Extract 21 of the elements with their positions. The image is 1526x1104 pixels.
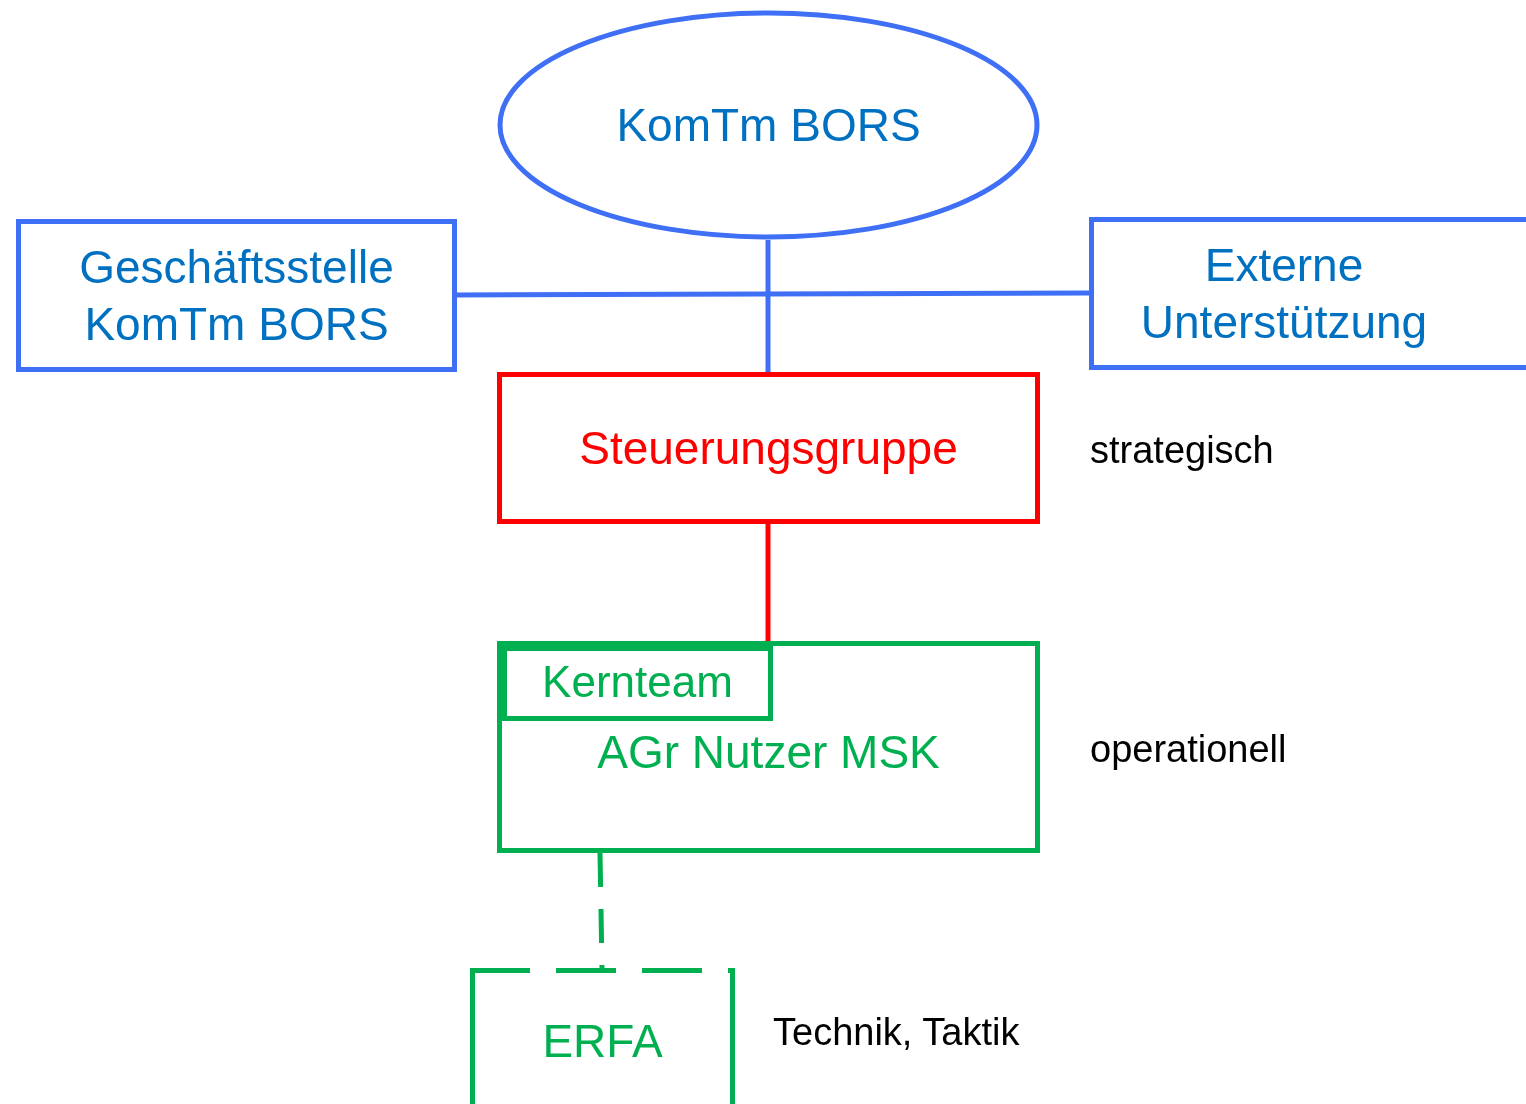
- org-box: [497, 372, 1040, 524]
- org-box: [502, 646, 773, 721]
- ellipse-node: [497, 10, 1040, 240]
- org-box: [16, 219, 457, 372]
- connector-line: [597, 852, 605, 969]
- node-label: Kernteam: [542, 655, 733, 708]
- node-label: Steuerungsgruppe: [579, 420, 958, 476]
- node-label: Geschäftsstelle KomTm BORS: [78, 240, 395, 352]
- org-box: [497, 641, 1040, 853]
- side-label: operationell: [1090, 727, 1287, 771]
- dashed-box: [470, 968, 735, 1104]
- org-box: [1089, 217, 1526, 370]
- node-label: Externe Unterstützung: [1139, 238, 1429, 350]
- connector-line: [457, 290, 1089, 298]
- side-label: Technik, Taktik: [773, 1010, 1020, 1054]
- side-label: strategisch: [1090, 428, 1274, 472]
- connector-line: [765, 240, 771, 372]
- connector-line: [765, 524, 771, 641]
- node-label: AGr Nutzer MSK: [597, 725, 940, 780]
- node-label: KomTm BORS: [616, 97, 921, 153]
- node-label: ERFA: [542, 1014, 663, 1069]
